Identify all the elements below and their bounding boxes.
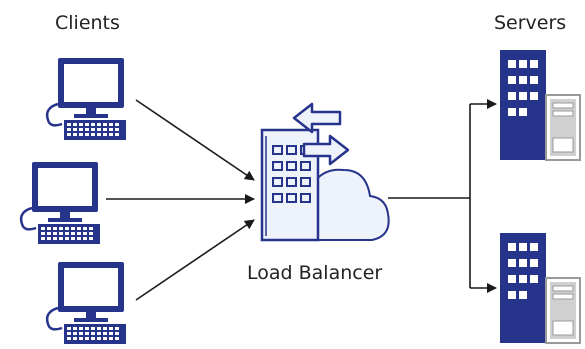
arrow-client-3-to-balancer — [135, 219, 255, 301]
load-balancer-label: Load Balancer — [247, 262, 383, 284]
client-computer-3 — [45, 260, 128, 346]
servers-label: Servers — [494, 12, 567, 34]
server-1 — [499, 49, 581, 161]
arrow-client-1-to-balancer — [135, 99, 255, 181]
client-computer-1 — [45, 56, 128, 142]
clients-label: Clients — [55, 12, 120, 34]
swap-arrows-icon — [292, 102, 350, 166]
server-2 — [499, 232, 581, 344]
cloud-icon — [309, 168, 390, 241]
load-balancer-building-icon — [260, 128, 320, 242]
client-computer-2 — [19, 160, 102, 246]
load-balancer-icon — [260, 102, 390, 242]
